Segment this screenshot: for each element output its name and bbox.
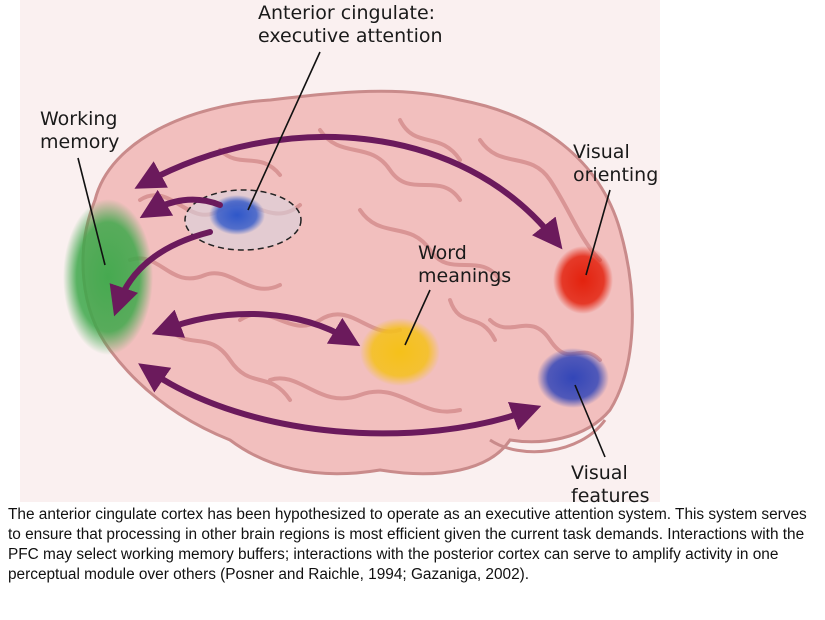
pointer-visual-features bbox=[574, 384, 606, 458]
visual-orienting-region bbox=[553, 246, 613, 314]
pointer-anterior-cingulate bbox=[247, 51, 321, 211]
brain-diagram bbox=[63, 51, 634, 476]
connection-arrows bbox=[109, 134, 563, 437]
label-pointers bbox=[77, 51, 611, 458]
arrow-acc-to-wm-top bbox=[139, 189, 223, 219]
pointer-visual-orienting bbox=[585, 189, 611, 276]
figure-caption: The anterior cingulate cortex has been h… bbox=[8, 506, 807, 583]
arrow-wm-to-visual-features bbox=[138, 363, 542, 437]
label-anterior-cingulate: Anterior cingulate: executive attention bbox=[258, 2, 443, 47]
label-working-memory: Working memory bbox=[40, 108, 120, 153]
brain-figure: Anterior cingulate: executive attention … bbox=[20, 0, 660, 507]
label-visual-orienting: Visual orienting bbox=[573, 141, 659, 186]
visual-features-region bbox=[537, 348, 609, 408]
word-meanings-region bbox=[360, 318, 440, 386]
arrow-acc-to-visual-orienting bbox=[134, 134, 563, 250]
arrow-acc-to-wm-bottom bbox=[109, 229, 213, 317]
brain-stem bbox=[489, 419, 607, 454]
working-memory-region bbox=[63, 199, 153, 355]
pointer-working-memory bbox=[77, 157, 106, 266]
label-visual-features: Visual features bbox=[571, 462, 650, 507]
label-word-meanings: Word meanings bbox=[418, 242, 512, 287]
arrow-wm-to-word-meanings bbox=[151, 309, 361, 347]
pointer-word-meanings bbox=[404, 289, 431, 346]
